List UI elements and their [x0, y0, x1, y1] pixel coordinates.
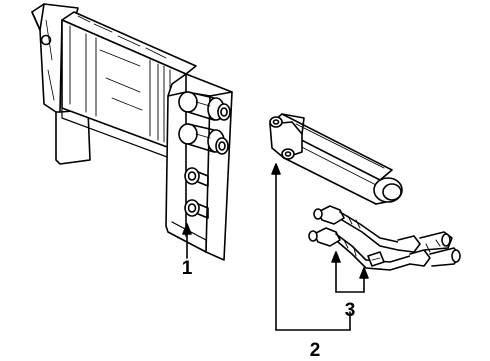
callout-label-1: 1: [181, 258, 193, 279]
oil-cooler-assembly: [31, 3, 233, 261]
lower-port-lower: [184, 199, 209, 219]
cooler-tube: [269, 113, 403, 205]
callout-label-3: 3: [344, 300, 356, 321]
callout-line-2: [271, 163, 351, 331]
hose-assembly: [308, 205, 461, 271]
callout-line-3: [331, 251, 369, 293]
middle-fitting: [178, 123, 229, 155]
upper-fitting: [178, 91, 231, 121]
callout-label-2: 2: [309, 340, 321, 361]
lower-port-upper: [184, 167, 209, 187]
callout-line-1: [182, 223, 192, 259]
